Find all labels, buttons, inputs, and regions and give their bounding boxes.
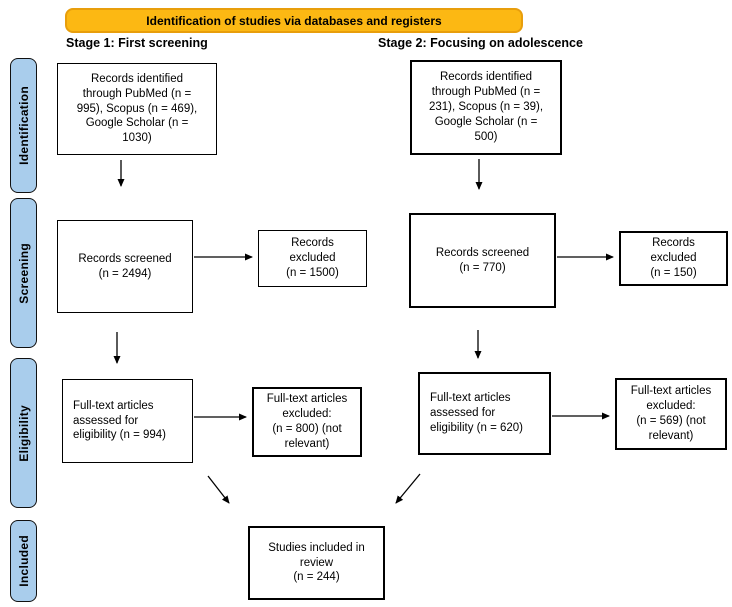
- stage2-fulltext-assessed-box: Full-text articles assessed for eligibil…: [418, 372, 551, 455]
- arrow-stage2-fulltext-to-included: [395, 473, 421, 504]
- sidebar-tab-screening: Screening: [10, 198, 37, 348]
- stage2-heading: Stage 2: Focusing on adolescence: [378, 36, 583, 50]
- stage1-records-excluded-box: Records excluded (n = 1500): [258, 230, 367, 287]
- banner: Identification of studies via databases …: [65, 8, 523, 33]
- arrow-stage1-fulltext-to-included: [207, 475, 230, 504]
- sidebar-tab-eligibility: Eligibility: [10, 358, 37, 508]
- stage2-fulltext-excluded-box: Full-text articles excluded: (n = 569) (…: [615, 378, 727, 450]
- studies-included-box: Studies included in review (n = 244): [248, 526, 385, 600]
- sidebar-tab-eligibility-label: Eligibility: [16, 404, 31, 462]
- stage1-heading: Stage 1: First screening: [66, 36, 208, 50]
- stage1-fulltext-excluded-box: Full-text articles excluded: (n = 800) (…: [252, 387, 362, 457]
- stage2-records-screened-box: Records screened (n = 770): [409, 213, 556, 308]
- stage1-records-screened-box: Records screened (n = 2494): [57, 220, 193, 313]
- stage2-records-identified-box: Records identified through PubMed (n = 2…: [410, 60, 562, 155]
- banner-label: Identification of studies via databases …: [146, 13, 442, 28]
- stage1-records-identified-box: Records identified through PubMed (n = 9…: [57, 63, 217, 155]
- stage1-fulltext-assessed-box: Full-text articles assessed for eligibil…: [62, 379, 193, 463]
- sidebar-tab-included: Included: [10, 520, 37, 602]
- sidebar-tab-screening-label: Screening: [16, 242, 31, 304]
- stage2-records-excluded-box: Records excluded (n = 150): [619, 231, 728, 286]
- sidebar-tab-included-label: Included: [16, 535, 31, 587]
- sidebar-tab-identification-label: Identification: [16, 86, 31, 165]
- sidebar-tab-identification: Identification: [10, 58, 37, 193]
